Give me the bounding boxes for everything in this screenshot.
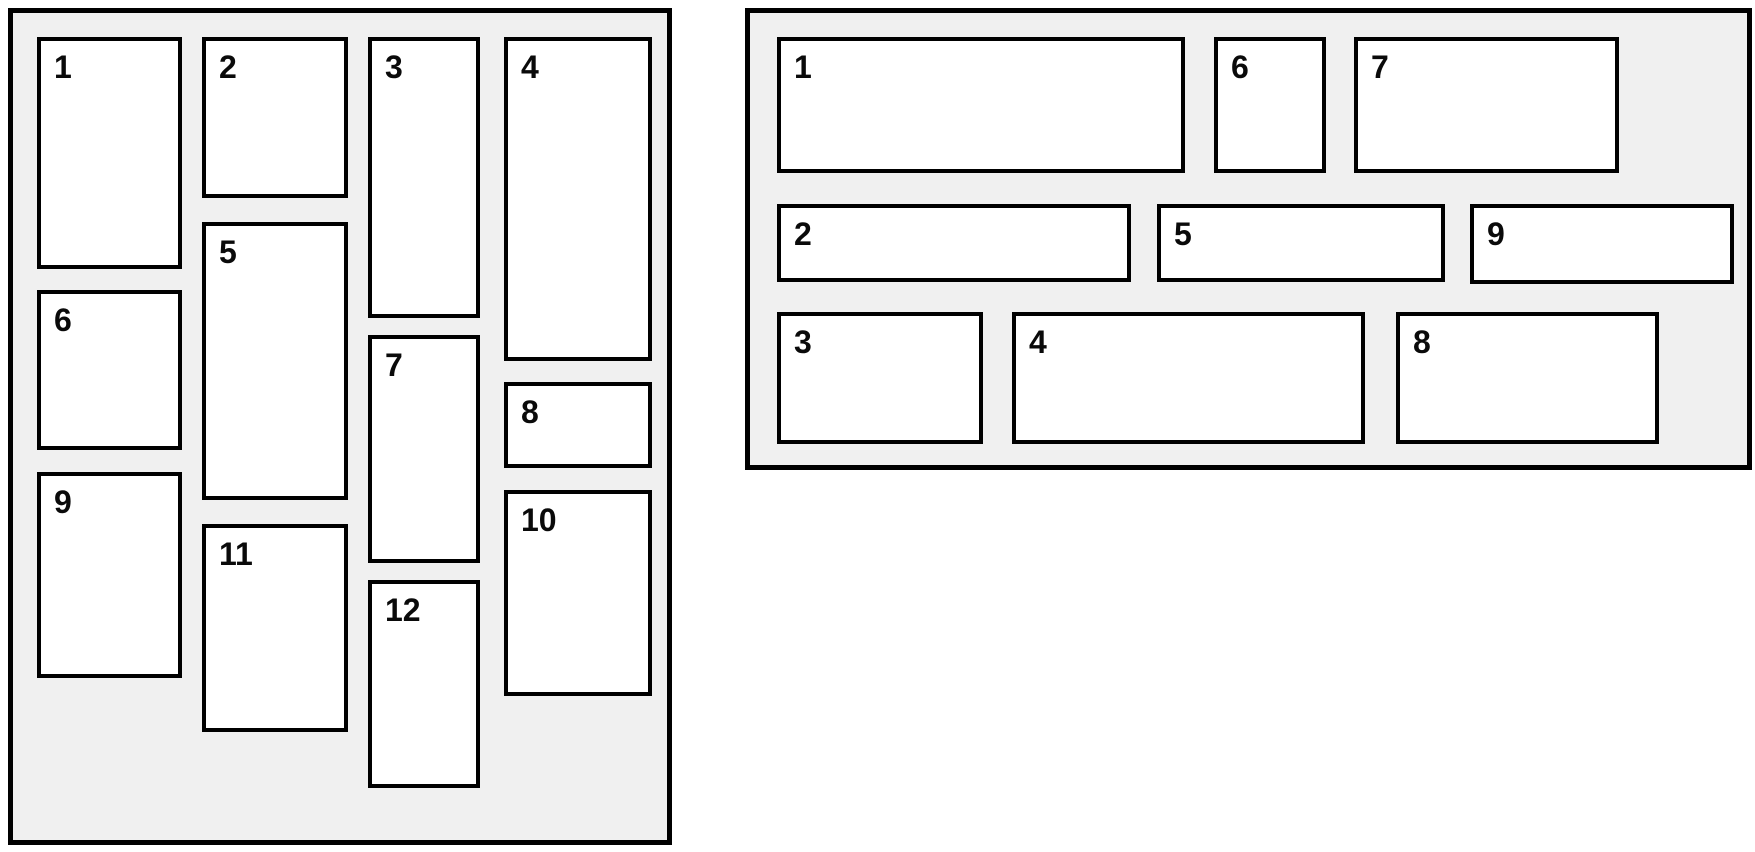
masonry-panel-box-3: 3 (368, 37, 480, 318)
masonry-panel-box-9: 9 (37, 472, 182, 678)
box-number-label: 3 (385, 49, 403, 85)
box-number-label: 9 (54, 484, 72, 520)
rows-panel-box-8: 8 (1396, 312, 1659, 444)
rows-panel: 1 6 7 2 5 9 3 4 8 (745, 8, 1752, 470)
masonry-panel-box-2: 2 (202, 37, 348, 198)
box-number-label: 4 (1029, 324, 1047, 360)
rows-panel-box-7: 7 (1354, 37, 1619, 173)
box-number-label: 2 (219, 49, 237, 85)
masonry-panel-box-11: 11 (202, 524, 348, 732)
box-number-label: 5 (219, 234, 237, 270)
box-number-label: 6 (1231, 49, 1249, 85)
masonry-panel-box-1: 1 (37, 37, 182, 269)
masonry-panel-box-10: 10 (504, 490, 652, 696)
masonry-panel-box-6: 6 (37, 290, 182, 450)
box-number-label: 10 (521, 502, 557, 538)
box-number-label: 4 (521, 49, 539, 85)
box-number-label: 2 (794, 216, 812, 252)
masonry-panel-box-7: 7 (368, 335, 480, 563)
rows-panel-box-5: 5 (1157, 204, 1445, 282)
rows-panel-box-2: 2 (777, 204, 1131, 282)
box-number-label: 7 (385, 347, 403, 383)
box-number-label: 8 (521, 394, 539, 430)
box-number-label: 12 (385, 592, 421, 628)
box-number-label: 9 (1487, 216, 1505, 252)
box-number-label: 1 (794, 49, 812, 85)
rows-panel-box-3: 3 (777, 312, 983, 444)
box-number-label: 11 (219, 536, 253, 572)
rows-panel-box-9: 9 (1470, 204, 1734, 284)
masonry-panel-box-8: 8 (504, 382, 652, 468)
masonry-panel-box-4: 4 (504, 37, 652, 361)
box-number-label: 5 (1174, 216, 1192, 252)
rows-panel-box-1: 1 (777, 37, 1185, 173)
box-number-label: 8 (1413, 324, 1431, 360)
box-number-label: 7 (1371, 49, 1389, 85)
box-number-label: 1 (54, 49, 72, 85)
box-number-label: 3 (794, 324, 812, 360)
rows-panel-box-4: 4 (1012, 312, 1365, 444)
masonry-panel-box-12: 12 (368, 580, 480, 788)
rows-panel-box-6: 6 (1214, 37, 1326, 173)
box-number-label: 6 (54, 302, 72, 338)
masonry-panel-box-5: 5 (202, 222, 348, 500)
